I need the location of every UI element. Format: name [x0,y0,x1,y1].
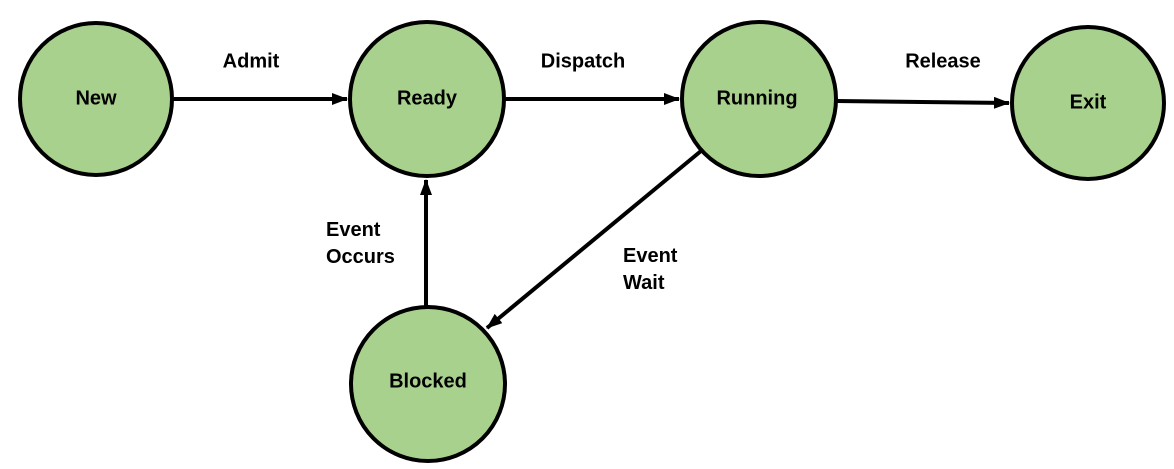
node-ready [348,20,506,178]
node-blocked [349,305,507,463]
node-new [18,21,174,177]
node-label-running: Running [716,87,798,110]
edge-release [835,96,1010,109]
node-label-exit: Exit [1069,91,1107,114]
edge-label-event-wait: Event Wait [623,245,678,294]
node-exit [1010,25,1166,181]
node-label-blocked: Blocked [389,370,467,393]
node-label-ready: Ready [396,87,458,110]
edge-label-dispatch: Dispatch [540,50,626,73]
node-running [680,20,838,178]
edge-event-wait [485,149,703,330]
node-label-new: New [75,87,117,110]
edge-label-admit: Admit [222,50,280,73]
edge-label-event-occurs: Event Occurs [326,219,395,268]
edge-label-release: Release [905,50,981,73]
